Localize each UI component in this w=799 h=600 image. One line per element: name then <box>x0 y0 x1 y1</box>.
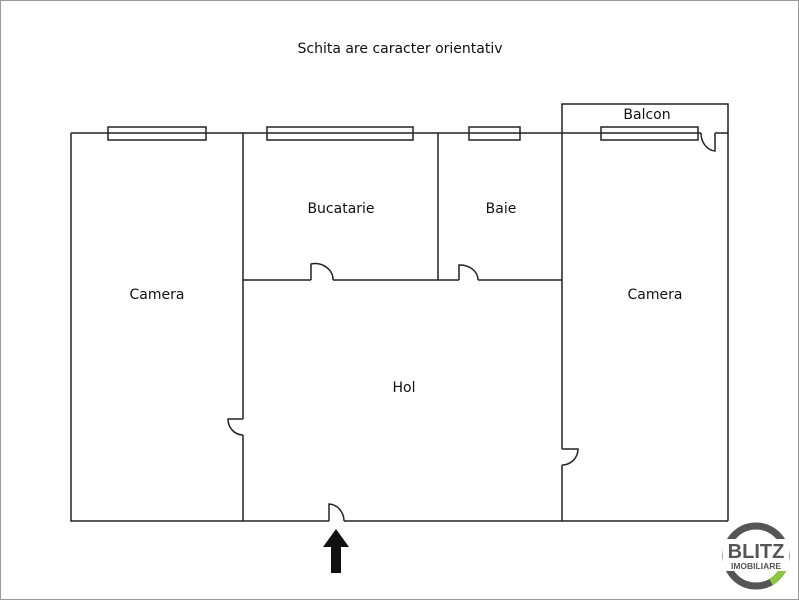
door-bath <box>458 264 479 281</box>
window <box>468 126 521 141</box>
room-label-hol: Hol <box>392 380 416 396</box>
disclaimer-note: Schita are caracter orientativ <box>297 41 503 57</box>
window <box>266 126 414 141</box>
balcony-wall <box>561 103 729 133</box>
room-label-camera-right: Camera <box>627 287 683 303</box>
walls <box>70 103 729 522</box>
room-label-bucatarie: Bucatarie <box>307 201 375 217</box>
logo-subtext: IMOBILIARE <box>731 561 781 571</box>
room-label-baie: Baie <box>485 201 517 217</box>
window <box>107 126 207 141</box>
door-kitchen <box>310 262 334 281</box>
entrance-arrow-icon <box>323 529 349 573</box>
room-label-balcon: Balcon <box>623 107 671 123</box>
outer-wall <box>70 133 329 522</box>
window <box>600 126 699 141</box>
door-balcony <box>700 132 716 152</box>
door-right-room <box>561 448 579 466</box>
door-left-room <box>227 418 244 436</box>
right-wall <box>715 132 729 521</box>
door-entrance <box>328 503 345 522</box>
logo-text: BLITZ <box>728 541 785 563</box>
logo-icon: BLITZ IMOBILIARE <box>722 522 790 590</box>
windows <box>107 126 699 141</box>
room-label-camera-left: Camera <box>129 287 185 303</box>
doors <box>227 132 716 522</box>
